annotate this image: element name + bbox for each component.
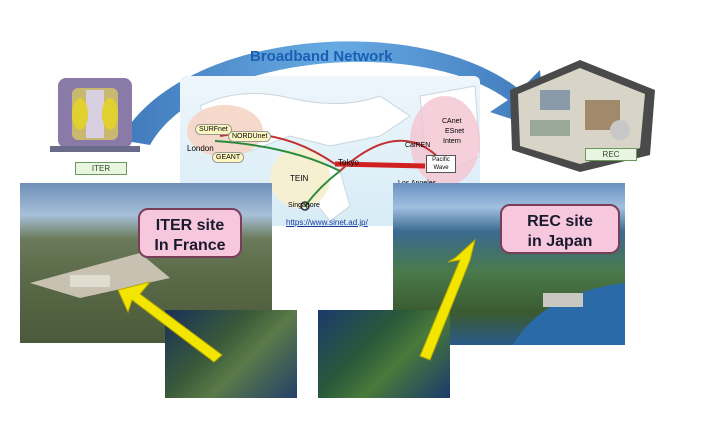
rec-building-image — [500, 60, 660, 175]
map-label-esnet: ESnet — [445, 128, 465, 135]
europe-satellite-image — [165, 310, 297, 398]
map-label-canet: CAnet — [442, 118, 462, 125]
iter-site-callout: ITER site In France — [138, 208, 242, 258]
map-label-surfnet: SURFnet — [195, 124, 232, 135]
iter-label: ITER — [75, 162, 127, 175]
map-label-london: London — [187, 144, 214, 153]
map-label-tokyo: Tokyo — [338, 158, 359, 167]
rec-label: REC — [585, 148, 637, 161]
map-label-calren: CalREN — [405, 142, 431, 149]
iter-callout-line1: ITER site — [155, 217, 225, 234]
iter-device-image — [50, 68, 140, 168]
map-label-singapore: Singapore — [288, 202, 320, 209]
map-label-tein: TEIN — [290, 174, 309, 183]
map-label-pacific-wave: Pacific Wave — [426, 155, 456, 173]
page-title: Broadband Network — [250, 48, 393, 65]
map-label-nordunet: NORDUnet — [228, 131, 272, 142]
rec-site-callout: REC site in Japan — [500, 204, 620, 254]
rec-callout-line2: in Japan — [527, 233, 593, 250]
rec-callout-line1: REC site — [527, 213, 593, 230]
map-label-internet: Intern — [443, 138, 461, 145]
sinet-link[interactable]: https://www.sinet.ad.jp/ — [286, 218, 368, 227]
map-label-geant: GEANT — [212, 152, 245, 163]
iter-callout-line2: In France — [154, 237, 226, 254]
